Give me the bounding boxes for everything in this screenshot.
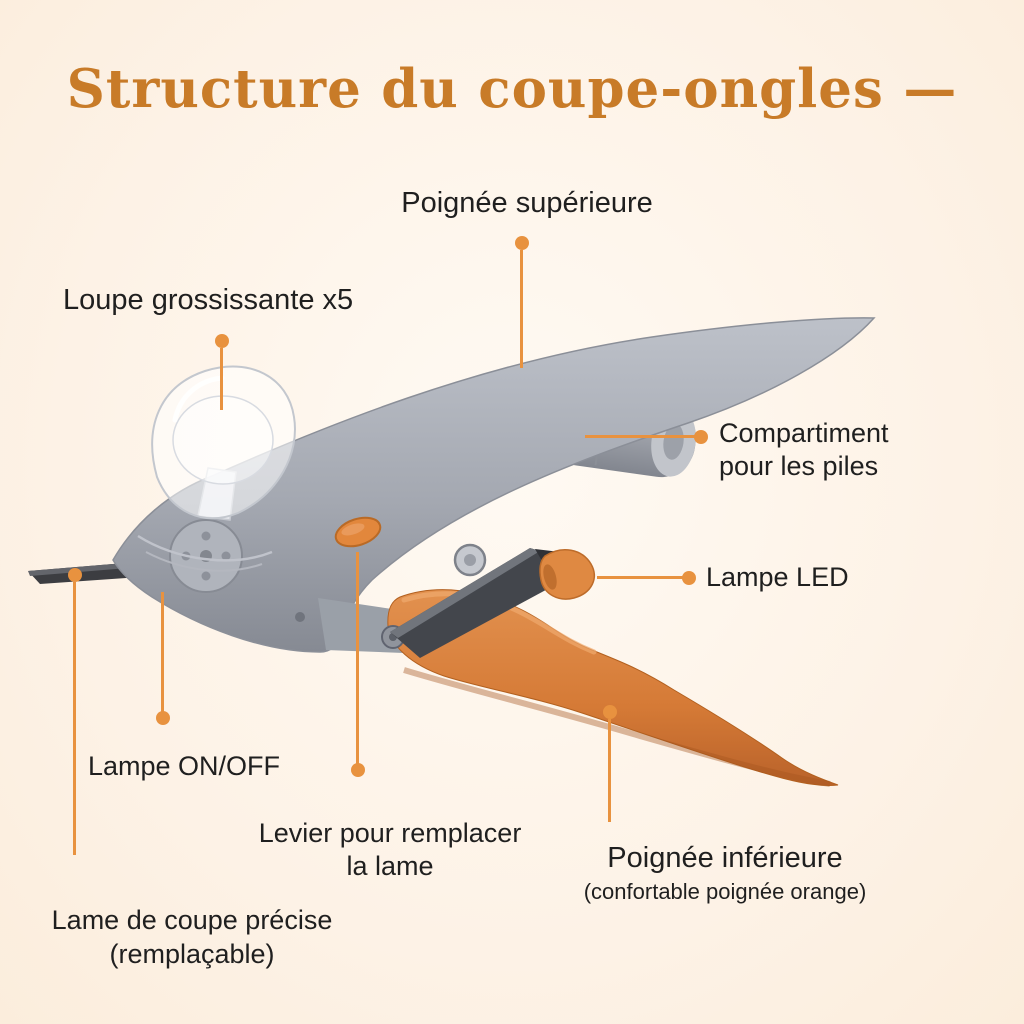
label-lever-line2: la lame xyxy=(346,851,434,881)
label-led: Lampe LED xyxy=(706,562,849,593)
label-led-text: Lampe LED xyxy=(706,562,849,592)
label-lever-line1: Levier pour remplacer xyxy=(258,818,522,848)
callout-line-lever xyxy=(356,552,359,764)
label-blade-line2: (remplaçable) xyxy=(109,939,275,969)
label-top-handle-text: Poignée supérieure xyxy=(401,187,653,219)
callout-line-top-handle xyxy=(520,250,523,368)
callout-line-lower-handle xyxy=(608,719,611,822)
callout-line-battery xyxy=(585,435,695,438)
lower-handle xyxy=(387,589,839,787)
release-button xyxy=(334,516,382,548)
label-lower-handle-line2: (confortable poignée orange) xyxy=(583,879,867,904)
label-power: Lampe ON/OFF xyxy=(88,751,280,782)
label-magnifier: Loupe grossissante x5 xyxy=(63,284,353,317)
label-lower-handle: Poignée inférieure (confortable poignée … xyxy=(584,842,867,905)
label-magnifier-text: Loupe grossissante x5 xyxy=(63,284,354,316)
magnifier-lens xyxy=(137,365,296,572)
label-blade-line1: Lame de coupe précise xyxy=(51,905,333,935)
led-lamp xyxy=(539,548,595,600)
callout-line-led xyxy=(597,576,683,579)
callout-dot-top-handle xyxy=(515,236,529,250)
callout-dot-lever xyxy=(351,763,365,777)
callout-line-blade xyxy=(73,582,76,855)
pivot-screw xyxy=(169,519,243,593)
label-lever: Levier pour remplacer la lame xyxy=(259,817,522,883)
callout-dot-battery xyxy=(694,430,708,444)
callout-dot-magnifier xyxy=(215,334,229,348)
label-lower-handle-line1: Poignée inférieure xyxy=(607,842,843,874)
label-battery-line2: pour les piles xyxy=(719,451,879,481)
callout-line-power xyxy=(161,592,164,712)
page-title: Structure du coupe-ongles — xyxy=(66,58,958,120)
label-top-handle: Poignée supérieure xyxy=(401,187,653,220)
callout-dot-blade xyxy=(68,568,82,582)
label-power-text: Lampe ON/OFF xyxy=(88,751,281,781)
callout-dot-power xyxy=(156,711,170,725)
callout-dot-lower-handle xyxy=(603,705,617,719)
label-battery-line1: Compartiment xyxy=(719,418,889,448)
callout-line-magnifier xyxy=(220,348,223,410)
label-battery: Compartiment pour les piles xyxy=(719,417,889,483)
callout-dot-led xyxy=(682,571,696,585)
label-blade: Lame de coupe précise (remplaçable) xyxy=(52,903,333,971)
